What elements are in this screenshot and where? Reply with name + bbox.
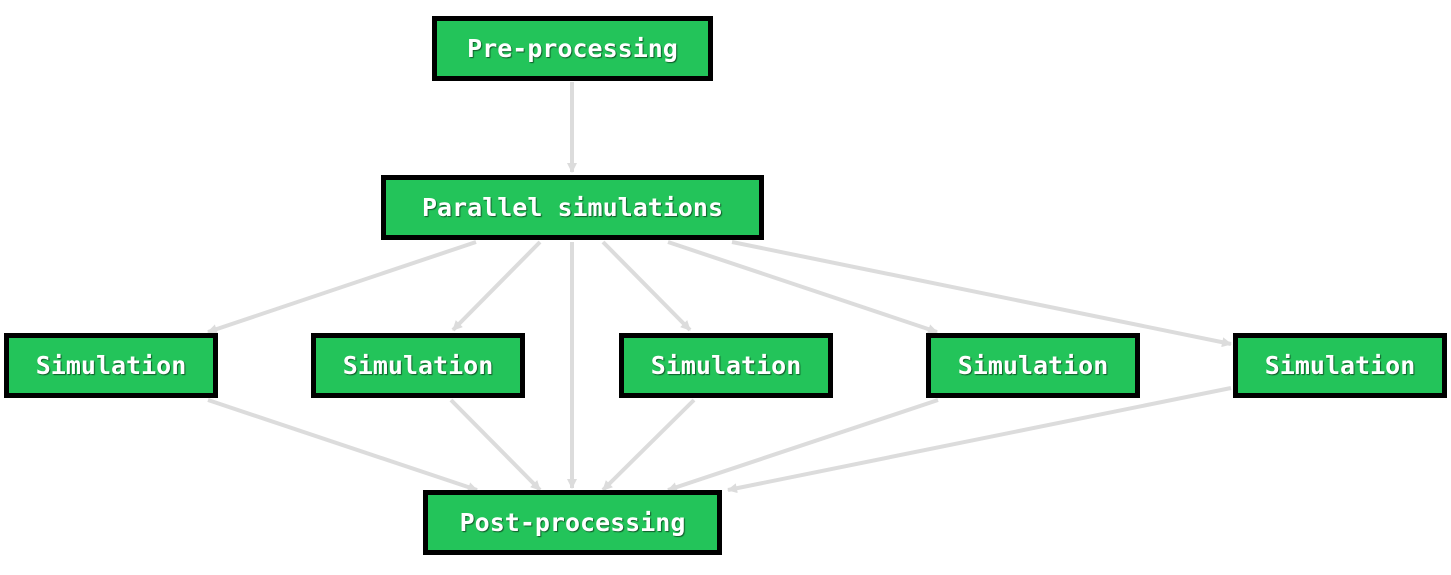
- simulation-node-4: Simulation: [926, 333, 1140, 398]
- edge-simulation-5-to-post-processing: [727, 386, 1232, 494]
- edge-parallel-simulations-to-simulation-1: [207, 240, 477, 334]
- simulation-node-5: Simulation: [1233, 333, 1447, 398]
- edge-parallel-simulations-to-simulation-2: [451, 240, 542, 332]
- post-processing-node: Post-processing: [423, 490, 722, 555]
- edge-simulation-3-to-post-processing: [601, 398, 696, 492]
- edge-parallel-simulations-to-simulation-5: [731, 240, 1232, 348]
- pre-processing-node: Pre-processing: [432, 16, 713, 81]
- parallel-simulations-node: Parallel simulations: [381, 175, 764, 240]
- edge-parallel-simulations-to-simulation-4: [667, 240, 938, 334]
- simulation-node-2: Simulation: [311, 333, 525, 398]
- edge-simulation-2-to-post-processing: [449, 398, 542, 492]
- edge-simulation-1-to-post-processing: [207, 398, 478, 492]
- edge-parallel-simulations-to-simulation-3: [601, 240, 692, 332]
- edge-simulation-4-to-post-processing: [667, 398, 939, 492]
- simulation-node-1: Simulation: [4, 333, 218, 398]
- simulation-node-3: Simulation: [619, 333, 833, 398]
